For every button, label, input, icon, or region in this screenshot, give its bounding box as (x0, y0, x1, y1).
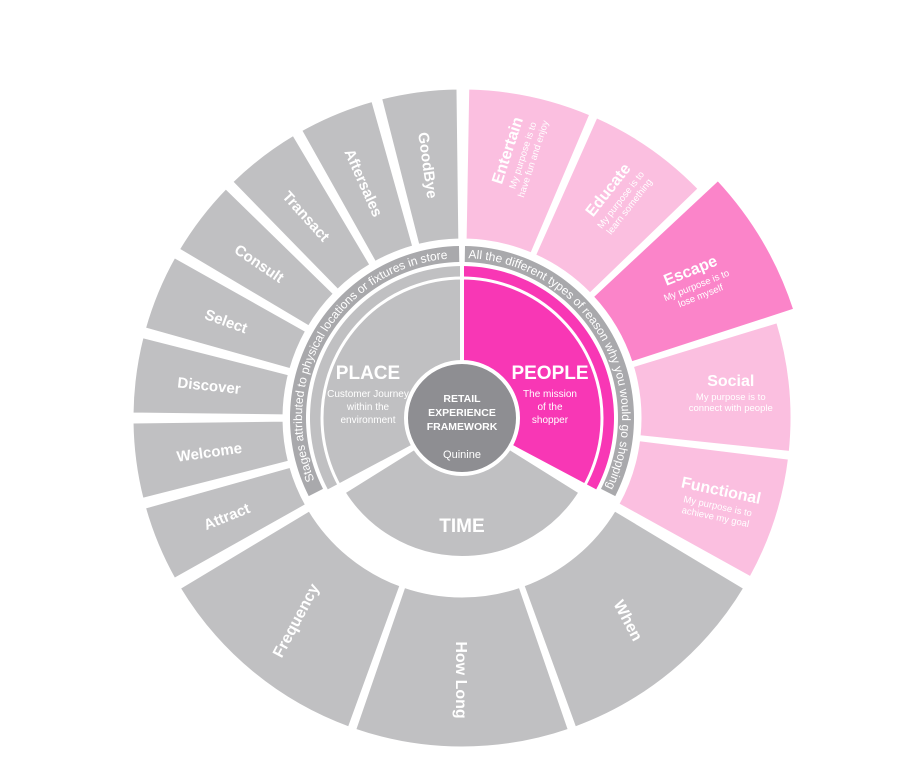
place-segment-attract[interactable]: Attract (142, 464, 309, 582)
inner-labels: PLACE Customer Journey within the enviro… (327, 363, 588, 537)
time-segment-shape (520, 507, 747, 731)
place-desc-line-3: environment (340, 415, 395, 426)
time-how-long-label: How Long (452, 641, 469, 718)
place-discover-label: Discover (177, 374, 242, 398)
time-segment-frequency[interactable]: Frequency (177, 507, 404, 731)
people-ring (464, 246, 634, 497)
brand-label: Quinine (443, 449, 481, 461)
time-title[interactable]: TIME (439, 516, 484, 537)
place-segment-shape (229, 132, 374, 293)
time-segment-shape (352, 584, 572, 750)
people-segment-shape (590, 177, 797, 365)
people-segment-shape (630, 319, 794, 455)
place-segment-select[interactable]: Select (142, 254, 309, 372)
place-segment-welcome[interactable]: Welcome (130, 418, 292, 502)
place-segment-goodbye[interactable]: GoodBye (378, 86, 462, 248)
place-segment-aftersales[interactable]: Aftersales (298, 98, 416, 265)
place-desc-line-1: Customer Journey (327, 389, 409, 400)
place-title[interactable]: PLACE (336, 363, 400, 384)
people-desc-line-1: The mission (523, 389, 577, 400)
place-segment-shape (378, 86, 462, 248)
people-desc-line-2: of the (537, 402, 562, 413)
place-segment-discover[interactable]: Discover (130, 334, 292, 418)
center-title-line-3: FRAMEWORK (427, 421, 498, 433)
place-2-text-group: Discover (177, 374, 242, 398)
place-segment-shape (130, 334, 292, 418)
place-segment-shape (142, 254, 309, 372)
time-segment-when[interactable]: When (520, 507, 747, 731)
middle-ring (290, 246, 634, 497)
place-segment-shape (298, 98, 416, 265)
people-title[interactable]: PEOPLE (511, 363, 588, 384)
people-segment-shape (532, 114, 702, 297)
people-social-sub-1: connect with people (689, 403, 773, 414)
center-title-line-2: EXPERIENCE (428, 407, 496, 419)
people-desc-line-3: shopper (532, 415, 569, 426)
people-social-sub-0: My purpose is to (696, 392, 766, 403)
place-segment-shape (142, 464, 309, 582)
place-segment-shape (176, 185, 337, 330)
people-segment-shape (615, 438, 792, 581)
time-segment-how-long[interactable]: How Long (352, 584, 572, 750)
place-ring (290, 246, 460, 497)
center-title-line-1: RETAIL (443, 393, 481, 405)
place-desc-line-2: within the (346, 402, 390, 413)
place-segment-shape (130, 418, 292, 502)
center-circle (404, 360, 520, 476)
time-segment-shape (177, 507, 404, 731)
people-segment-shape (463, 86, 593, 257)
time-1-text-group: How Long (452, 641, 469, 718)
center-hub: RETAIL EXPERIENCE FRAMEWORK Quinine (404, 360, 520, 476)
place-segment-transact[interactable]: Transact (229, 132, 374, 293)
time-sector-outline (320, 276, 604, 560)
place-segment-consult[interactable]: Consult (176, 185, 337, 330)
people-social-label: Social (707, 373, 754, 390)
